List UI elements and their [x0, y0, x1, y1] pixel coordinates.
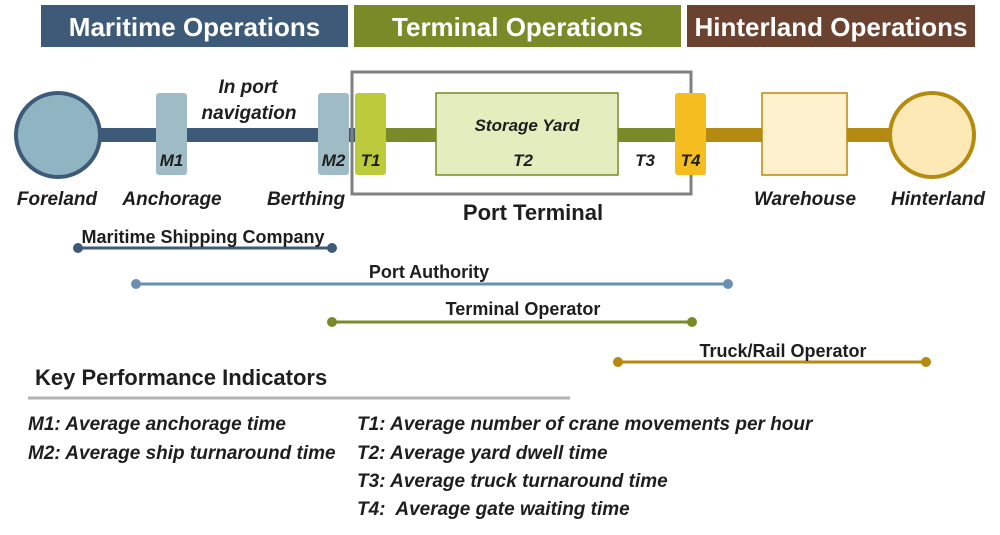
actor-span-start-dot	[327, 317, 337, 327]
actor-span-end-dot	[327, 243, 337, 253]
terminal-operations-banner	[354, 5, 681, 47]
actor-label: Terminal Operator	[446, 299, 601, 319]
in-port-navigation-line2: navigation	[201, 103, 296, 124]
kpi-t1: T1: Average number of crane movements pe…	[357, 414, 814, 435]
t1-marker: T1	[361, 151, 381, 170]
kpi-m2: M2: Average ship turnaround time	[28, 443, 336, 464]
berthing-label: Berthing	[267, 189, 346, 210]
hinterland-operations-label: Hinterland Operations	[694, 12, 967, 42]
actor-port-authority: Port Authority	[131, 262, 733, 289]
actor-terminal-operator: Terminal Operator	[327, 299, 697, 327]
warehouse-label: Warehouse	[754, 189, 857, 210]
actor-label: Port Authority	[369, 262, 489, 282]
t3-marker: T3	[635, 151, 655, 170]
kpi-t3: T3: Average truck turnaround time	[357, 471, 668, 492]
kpi-title: Key Performance Indicators	[35, 365, 327, 390]
hinterland-operations-banner	[687, 5, 975, 47]
actor-maritime-shipping-company: Maritime Shipping Company	[73, 227, 337, 253]
t4-marker: T4	[681, 151, 701, 170]
warehouse-box	[761, 92, 848, 176]
terminal-operations-label: Terminal Operations	[392, 12, 643, 42]
m1-marker: M1	[160, 151, 184, 170]
actor-span-start-dot	[131, 279, 141, 289]
foreland-node	[14, 91, 102, 179]
t2-marker: T2	[513, 151, 533, 170]
actor-span-end-dot	[921, 357, 931, 367]
actor-span-start-dot	[73, 243, 83, 253]
foreland-label: Foreland	[17, 189, 98, 210]
hinterland-label: Hinterland	[891, 189, 985, 210]
in-port-navigation-line1: In port	[218, 77, 278, 98]
m2-marker: M2	[322, 151, 346, 170]
kpi-t4: T4: Average gate waiting time	[357, 499, 630, 520]
maritime-operations-banner	[41, 5, 348, 47]
actor-truck-rail-operator: Truck/Rail Operator	[613, 341, 931, 367]
hinterland-node	[888, 91, 976, 179]
t1-block	[355, 93, 386, 175]
kpi-m1: M1: Average anchorage time	[28, 414, 286, 435]
actor-span-start-dot	[613, 357, 623, 367]
maritime-operations-label: Maritime Operations	[69, 12, 320, 42]
m2-berthing-block	[318, 93, 349, 175]
t4-block	[675, 93, 706, 175]
anchorage-label: Anchorage	[121, 189, 222, 210]
actor-label: Truck/Rail Operator	[699, 341, 866, 361]
m1-anchorage-block	[156, 93, 187, 175]
storage-yard-label: Storage Yard	[475, 116, 580, 135]
actor-span-end-dot	[723, 279, 733, 289]
storage-yard-box	[435, 92, 619, 176]
kpi-t2: T2: Average yard dwell time	[357, 443, 608, 464]
actor-span-end-dot	[687, 317, 697, 327]
actor-label: Maritime Shipping Company	[81, 227, 324, 247]
port-terminal-label: Port Terminal	[463, 200, 603, 225]
